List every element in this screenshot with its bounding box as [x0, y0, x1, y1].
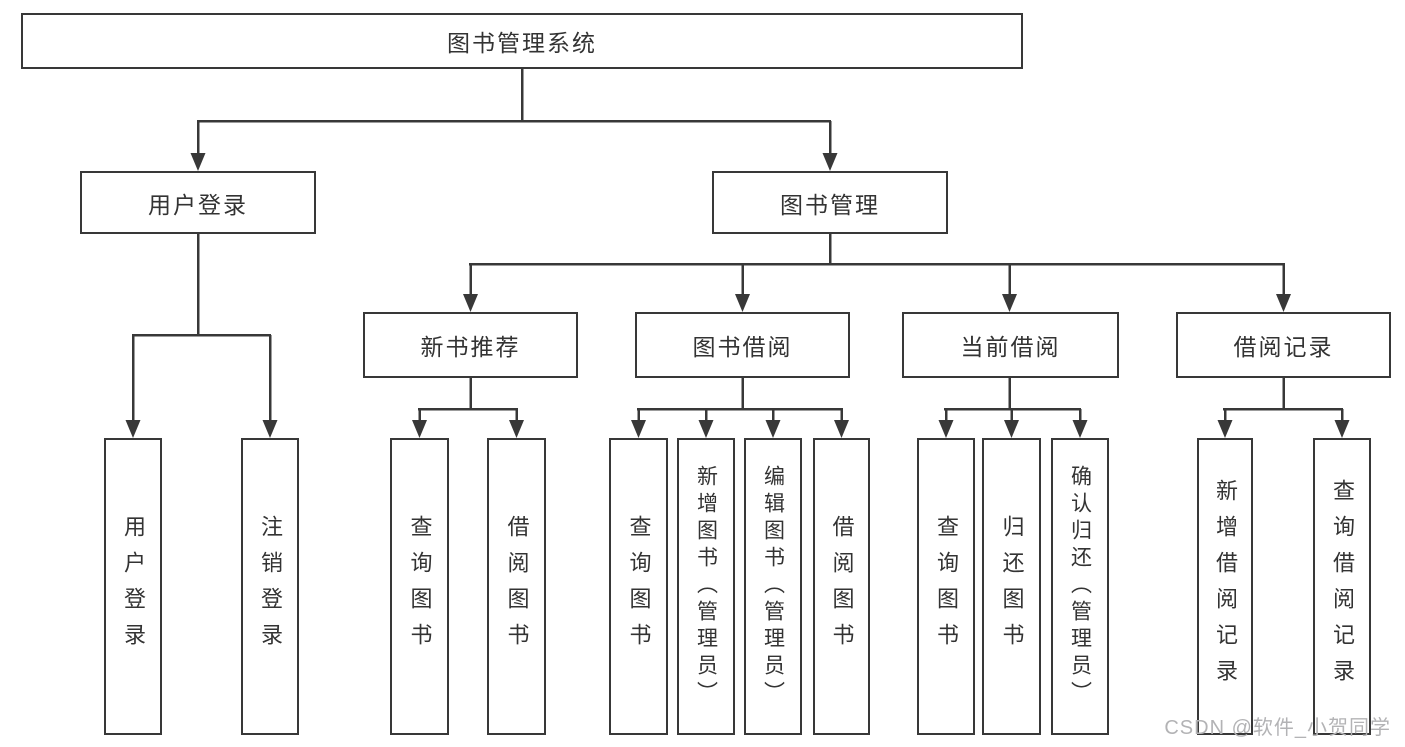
- node-label: 编辑图书（管理员）: [761, 465, 785, 708]
- connector-user-login-branch: [125, 234, 278, 438]
- node-label: 查询图书: [934, 514, 959, 659]
- arrowhead: [1004, 420, 1019, 438]
- connector-book-borrow-branch: [631, 378, 849, 438]
- arrowhead: [412, 420, 427, 438]
- leaf-borrow-books: 借阅图书: [813, 438, 870, 735]
- node-label: 图书管理: [780, 191, 880, 218]
- leaf-confirm-return-admin: 确认归还（管理员）: [1051, 438, 1109, 735]
- node-label: 借阅图书: [504, 514, 530, 659]
- node-label: 借阅图书: [829, 514, 855, 659]
- leaf-edit-books-admin: 编辑图书（管理员）: [744, 438, 802, 735]
- arrowhead: [1072, 420, 1088, 438]
- connector-new-book-rec-branch: [412, 378, 524, 438]
- node-label: 新书推荐: [420, 334, 521, 360]
- arrowhead: [262, 420, 278, 438]
- leaf-query-books: 查询图书: [917, 438, 975, 735]
- node-label: 当前借阅: [960, 334, 1061, 360]
- node-new-book-recommendation: 新书推荐: [363, 312, 578, 378]
- leaf-logout: 注销登录: [241, 438, 299, 735]
- arrowhead: [463, 294, 478, 312]
- connector-current-borrow-branch: [938, 378, 1088, 438]
- node-book-borrowing: 图书借阅: [635, 312, 850, 378]
- node-label: 查询借阅记录: [1330, 478, 1355, 695]
- leaf-borrow-books: 借阅图书: [487, 438, 546, 735]
- node-current-borrowing: 当前借阅: [902, 312, 1119, 378]
- leaf-user-login: 用户登录: [104, 438, 162, 735]
- leaf-return-books: 归还图书: [982, 438, 1041, 735]
- node-user-login: 用户登录: [80, 171, 316, 234]
- node-label: 注销登录: [258, 514, 283, 659]
- leaf-query-borrow-record: 查询借阅记录: [1313, 438, 1371, 735]
- leaf-query-books: 查询图书: [390, 438, 449, 735]
- node-label: 查询图书: [407, 514, 433, 659]
- node-label: 新增图书（管理员）: [694, 465, 718, 708]
- csdn-watermark: CSDN @软件_小贺同学: [1164, 717, 1391, 739]
- leaf-add-borrow-record: 新增借阅记录: [1197, 438, 1253, 735]
- node-book-management: 图书管理: [712, 171, 948, 234]
- connector-root-to-level2: [190, 69, 838, 171]
- arrowhead: [834, 420, 849, 438]
- connector-book-mgmt-branch: [463, 234, 1291, 312]
- arrowhead: [1217, 420, 1233, 438]
- arrowhead: [938, 420, 954, 438]
- leaf-add-books-admin: 新增图书（管理员）: [677, 438, 735, 735]
- arrowhead: [735, 294, 750, 312]
- node-label: 图书管理系统: [447, 30, 597, 56]
- node-label: 用户登录: [148, 191, 248, 218]
- arrowhead: [190, 153, 206, 171]
- node-label: 新增借阅记录: [1213, 478, 1238, 695]
- node-label: 图书借阅: [692, 334, 793, 360]
- node-borrowing-records: 借阅记录: [1176, 312, 1391, 378]
- node-label: 归还图书: [999, 514, 1025, 659]
- node-library-system: 图书管理系统: [21, 13, 1023, 69]
- node-label: 借阅记录: [1233, 334, 1334, 360]
- node-label: 查询图书: [626, 514, 652, 659]
- arrowhead: [1002, 294, 1017, 312]
- connector-borrow-records-branch: [1217, 378, 1350, 438]
- arrowhead: [698, 420, 714, 438]
- node-label: 用户登录: [121, 514, 146, 659]
- arrowhead: [822, 153, 838, 171]
- arrowhead: [125, 420, 141, 438]
- arrowhead: [1276, 294, 1291, 312]
- arrowhead: [1334, 420, 1350, 438]
- arrowhead: [509, 420, 524, 438]
- arrowhead: [631, 420, 646, 438]
- arrowhead: [765, 420, 781, 438]
- node-label: 确认归还（管理员）: [1068, 465, 1092, 708]
- leaf-query-books: 查询图书: [609, 438, 668, 735]
